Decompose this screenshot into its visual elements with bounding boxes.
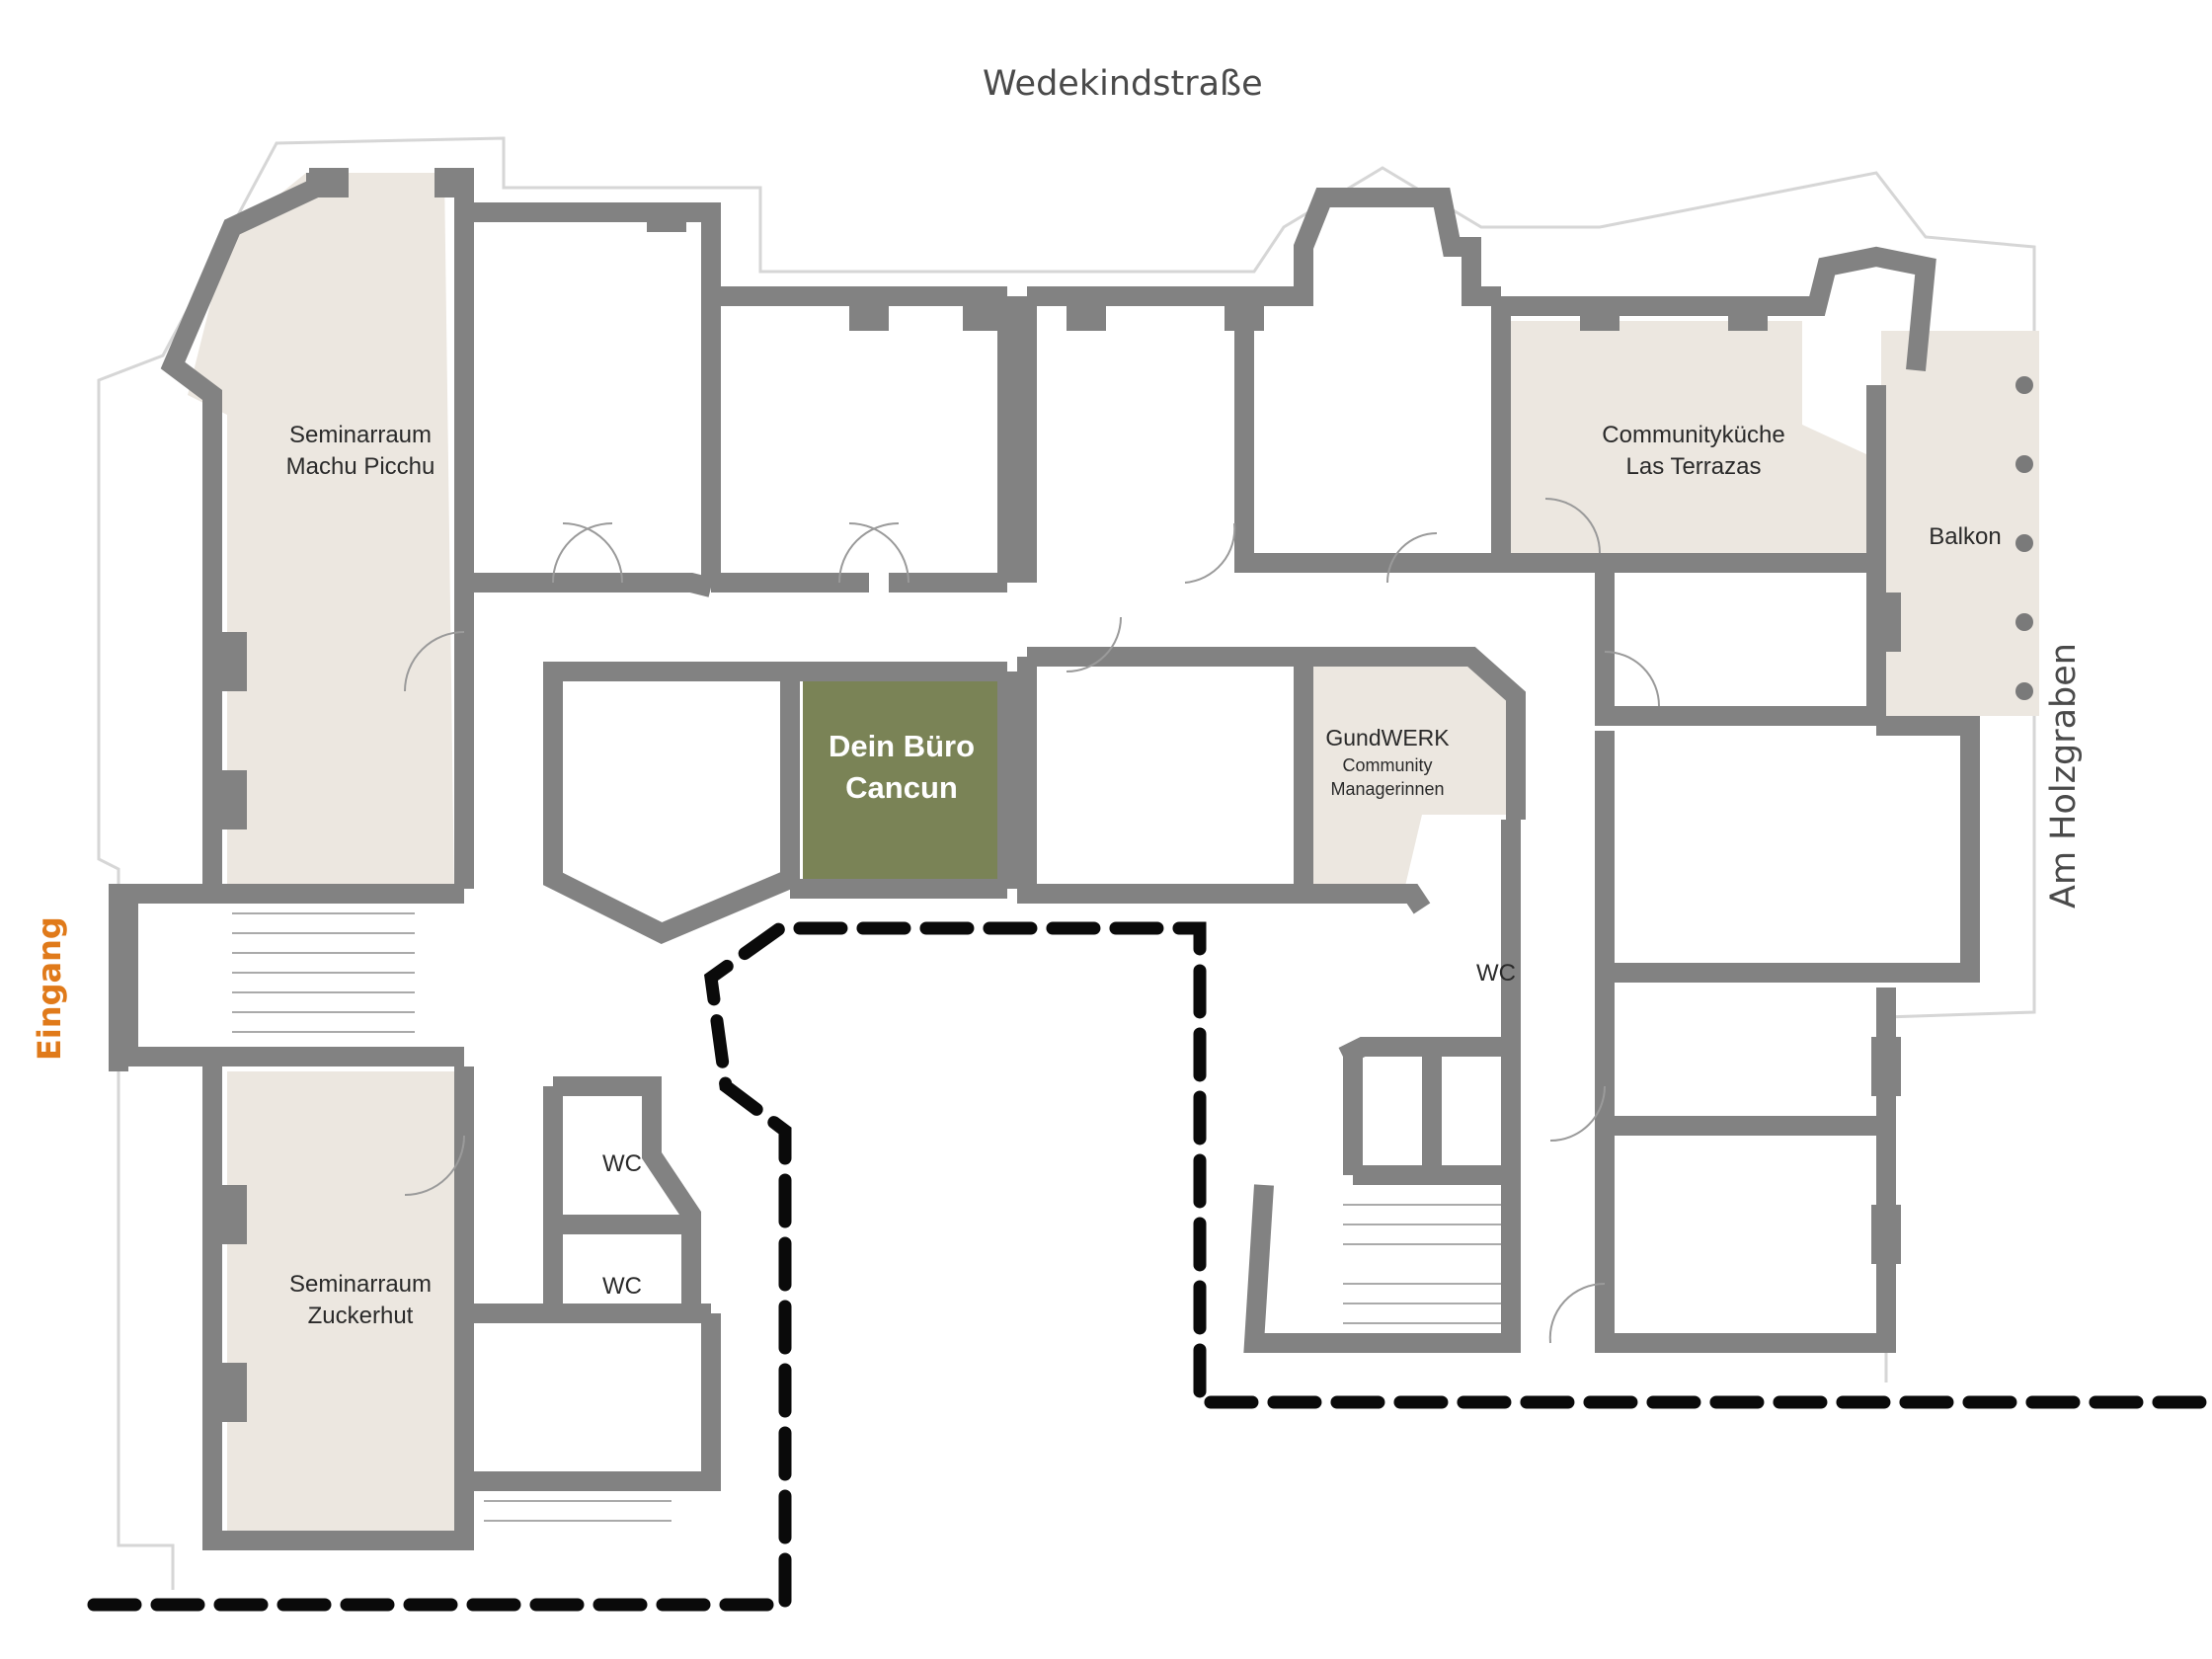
room-zuckerhut-line1: Seminarraum [288,1271,433,1298]
room-las-terrazas-line2: Las Terrazas [1625,453,1762,481]
street-top-label: Wedekindstraße [983,64,1263,104]
property-boundary [87,921,2209,1612]
room-machu-picchu: Seminarraum Machu Picchu [247,420,474,484]
entrance-label: Eingang [31,916,68,1061]
room-wc-3: WC [1476,960,1516,987]
wall-piers [217,168,1901,1422]
street-right-label: Am Holzgraben [2044,643,2084,908]
room-zuckerhut: Seminarraum Zuckerhut [247,1269,474,1333]
room-gundwerk-line2: Community [1342,755,1433,776]
room-las-terrazas: Communityküche Las Terrazas [1570,420,1817,484]
room-wc-2: WC [602,1273,642,1300]
building-outline [97,136,2036,1590]
office-cancun-fill [803,670,1000,879]
room-balkon: Balkon [1929,523,2002,550]
room-wc-1: WC [602,1150,642,1177]
common-room-fills [188,173,2039,1531]
room-cancun-line1: Dein Büro [828,729,976,763]
balcony-posts [2015,376,2033,700]
room-machu-picchu-line1: Seminarraum [288,422,433,448]
stairs [232,912,1501,1522]
room-gundwerk-line1: GundWERK [1325,725,1450,750]
room-cancun: Dein Büro Cancun [803,726,1000,809]
room-machu-picchu-line2: Machu Picchu [285,453,435,481]
room-las-terrazas-line1: Communityküche [1602,422,1785,448]
room-gundwerk-line3: Managerinnen [1330,779,1445,800]
door-swings [404,498,1660,1344]
room-gundwerk: GundWERK Community Managerinnen [1304,723,1471,802]
room-cancun-line2: Cancun [845,769,958,805]
walls [109,173,1980,1550]
room-zuckerhut-line2: Zuckerhut [307,1303,414,1330]
